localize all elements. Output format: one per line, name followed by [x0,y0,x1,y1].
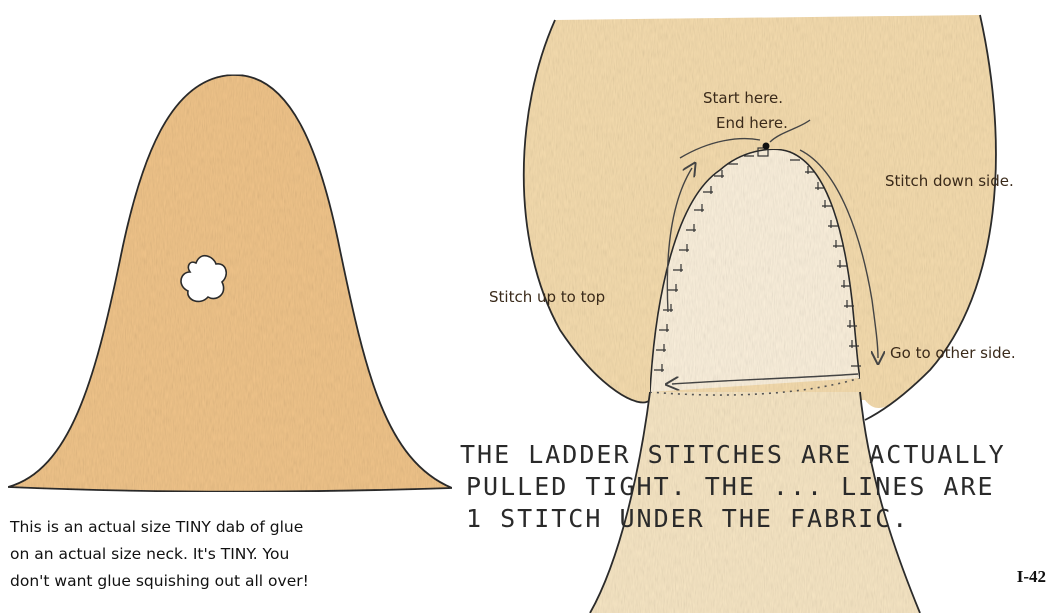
go-other-side-label: Go to other side. [890,344,1016,362]
start-here-label: Start here. [703,89,783,107]
neck-shape-left [8,75,452,492]
stitch-down-label: Stitch down side. [885,172,1014,190]
end-here-label: End here. [716,114,788,132]
note-line-3: 1 STITCH UNDER THE FABRIC. [466,504,909,533]
caption-line-3: don't want glue squishing out all over! [10,572,309,590]
note-line-2: PULLED TIGHT. THE ... LINES ARE [466,472,995,501]
caption-line-1: This is an actual size TINY dab of glue [10,518,303,536]
caption-line-2: on an actual size neck. It's TINY. You [10,545,289,563]
note-line-1: THE LADDER STITCHES ARE ACTUALLY [460,440,1006,469]
stitch-up-label: Stitch up to top [489,288,605,306]
page-number: I-42 [1017,567,1046,587]
